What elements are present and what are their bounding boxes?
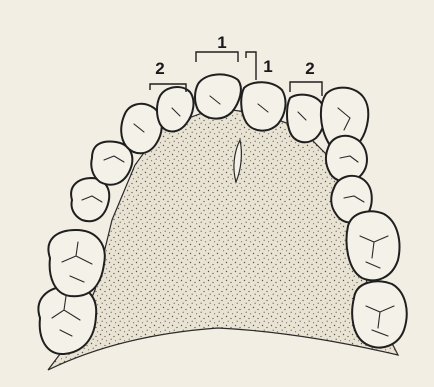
label-lateral-left: 2 bbox=[155, 59, 164, 78]
tooth-canine-left bbox=[121, 104, 162, 153]
label-central-left: 1 bbox=[217, 33, 226, 52]
tooth-central-incisor-right bbox=[241, 82, 285, 130]
bracket-left-central bbox=[196, 52, 238, 62]
bracket-right-central bbox=[246, 52, 256, 80]
tooth-lateral-incisor-right bbox=[287, 95, 325, 143]
tooth-premolar-right-1 bbox=[326, 136, 367, 182]
label-central-right: 1 bbox=[263, 57, 272, 76]
label-lateral-right: 2 bbox=[305, 59, 314, 78]
tooth-molar-left-2 bbox=[48, 230, 104, 296]
tooth-premolar-left-2 bbox=[91, 142, 132, 185]
